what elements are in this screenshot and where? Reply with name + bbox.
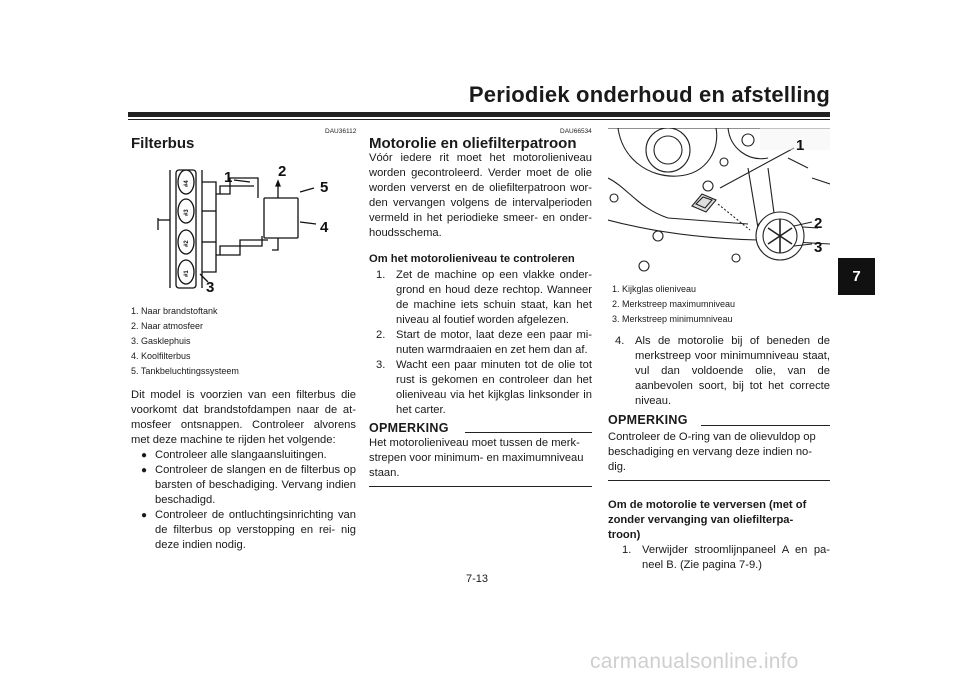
note-rule: [465, 432, 592, 433]
step-item: 4.Als de motorolie bij of beneden de mer…: [615, 335, 830, 407]
subheading-check-level: Om het motorolieniveau te controleren: [369, 253, 575, 265]
note-end-rule: [608, 480, 830, 481]
para-line: mosfeer ontsnappen. Controleer alvorens: [131, 419, 356, 431]
caption-5: 5. Tankbeluchtingssysteem: [131, 366, 239, 376]
chapter-tab: 7: [838, 258, 875, 295]
canister-diagram: #4 #3 #2 #1 1 2 3 4 5: [157, 163, 329, 295]
callout-2: 2: [814, 215, 822, 232]
callout-1: 1: [224, 169, 232, 186]
cylinder-label-1: #1: [184, 270, 190, 277]
header-rule: [128, 112, 830, 117]
section-title-filterbus: Filterbus: [131, 135, 195, 152]
subheading-change-oil: Om de motorolie te verversen (met of zon…: [608, 499, 807, 541]
caption-4: 4. Koolfilterbus: [131, 351, 191, 361]
header-rule-thin: [128, 119, 830, 120]
note-text: Controleer de O-ring van de olievuldop o…: [608, 431, 816, 473]
bullet-item: ●Controleer alle slangaansluitingen.: [141, 449, 327, 461]
fill-steps: 4.Als de motorolie bij of beneden de mer…: [608, 334, 830, 409]
section-code: DAU66534: [560, 128, 592, 135]
check-steps: 1.Zet de machine op een vlakke onder- gr…: [369, 268, 592, 418]
change-steps: 1.Verwijder stroomlijnpaneel A en pa- ne…: [615, 543, 830, 573]
callout-3: 3: [206, 279, 214, 295]
bullet-icon: ●: [141, 450, 148, 461]
caption-1: 1. Kijkglas olieniveau: [612, 284, 697, 294]
callout-4: 4: [320, 219, 329, 236]
caption-2: 2. Naar atmosfeer: [131, 321, 204, 331]
section-code: DAU36112: [325, 128, 357, 135]
bullet-icon: ●: [141, 465, 148, 476]
figure-captions-col1: 1. Naar brandstoftank 2. Naar atmosfeer …: [131, 304, 239, 379]
caption-2: 2. Merkstreep maximumniveau: [612, 299, 736, 309]
para-line: voorkomt dat brandstofdampen naar de at-: [131, 404, 356, 416]
step-item: 3.Wacht een paar minuten tot de olie tot…: [376, 359, 592, 416]
bullet-item: ●Controleer de slangen en de filterbus o…: [141, 464, 356, 506]
page-number: 7-13: [466, 573, 489, 585]
footer-watermark: carmanualsonline.info: [590, 650, 799, 673]
callout-5: 5: [320, 179, 328, 196]
note-heading: OPMERKING: [608, 413, 688, 427]
cylinder-label-2: #2: [184, 240, 190, 247]
note-text: Het motorolieniveau moet tussen de merk-…: [369, 437, 584, 479]
cylinder-label-4: #4: [184, 180, 190, 187]
figure-captions-col3: 1. Kijkglas olieniveau 2. Merkstreep max…: [612, 282, 735, 327]
section-title-motorolie: Motorolie en oliefilterpatroon: [369, 135, 577, 152]
motorolie-intro: Vóór iedere rit moet het motorolieniveau…: [369, 152, 592, 239]
note-rule: [701, 425, 830, 426]
step-item: 2.Start de motor, laat deze een paar mi-…: [376, 329, 592, 356]
cylinder-label-3: #3: [184, 209, 190, 216]
step-item: 1.Zet de machine op een vlakke onder- gr…: [376, 269, 592, 326]
caption-3: 3. Gasklephuis: [131, 336, 191, 346]
para-line: met deze machine te rijden het volgende:: [131, 434, 336, 446]
caption-1: 1. Naar brandstoftank: [131, 306, 218, 316]
filterbus-paragraph: Dit model is voorzien van een filterbus …: [131, 388, 356, 448]
caption-3: 3. Merkstreep minimumniveau: [612, 314, 733, 324]
para-line: Dit model is voorzien van een filterbus …: [131, 389, 356, 401]
oil-level-illustration: 1 2 3: [608, 128, 830, 272]
bullet-icon: ●: [141, 510, 148, 521]
callout-3: 3: [814, 239, 822, 256]
step-item: 1.Verwijder stroomlijnpaneel A en pa- ne…: [622, 544, 830, 571]
note-heading: OPMERKING: [369, 421, 449, 435]
page-header-title: Periodiek onderhoud en afstelling: [468, 82, 830, 107]
callout-2: 2: [278, 163, 286, 180]
note-end-rule: [369, 486, 592, 487]
bullet-item: ●Controleer de ontluchtingsinrichting va…: [141, 509, 356, 551]
callout-1: 1: [796, 137, 804, 154]
filterbus-bullets: ●Controleer alle slangaansluitingen. ●Co…: [137, 448, 356, 553]
